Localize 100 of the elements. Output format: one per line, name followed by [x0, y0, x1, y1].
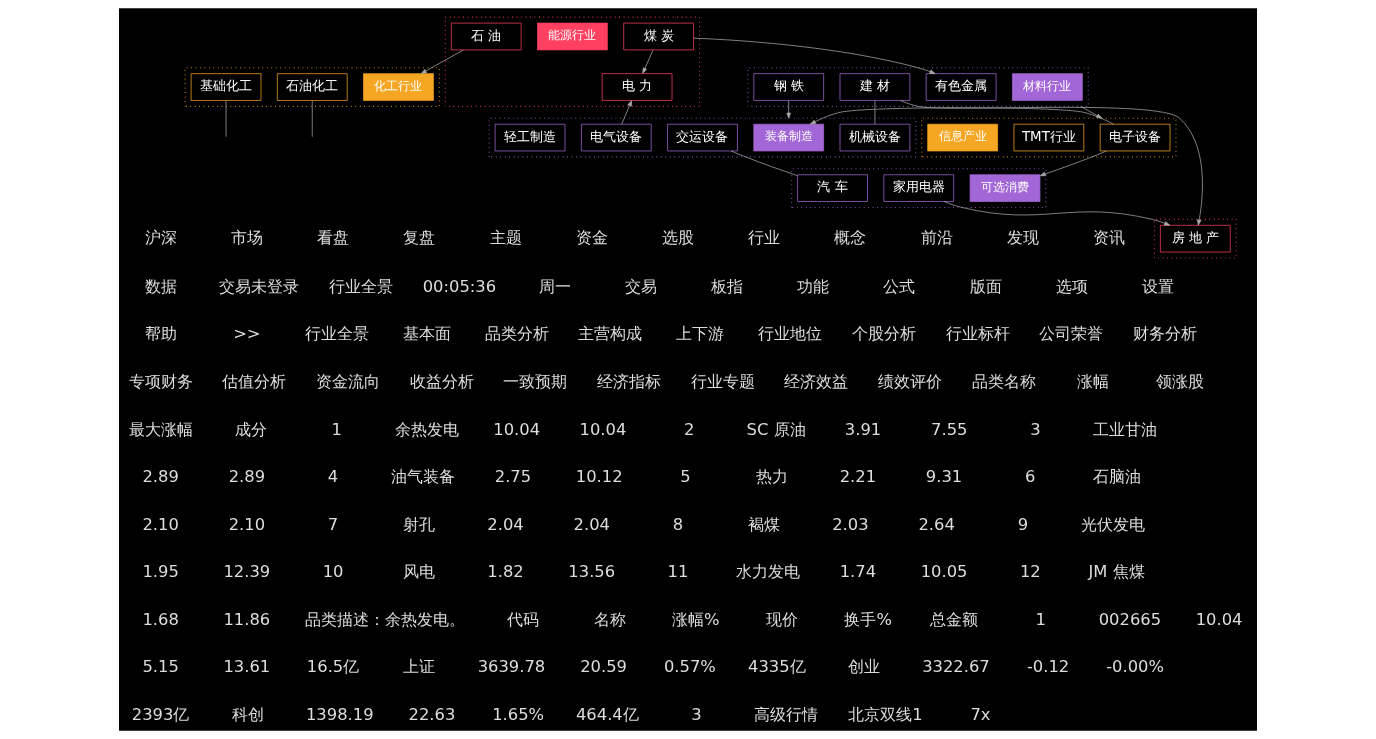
label: 热力 [755, 467, 788, 487]
label: 风电 [403, 562, 436, 582]
label: 2.10 [142, 514, 179, 534]
label: 代码 [507, 609, 540, 629]
label: 行业专题 [690, 372, 755, 392]
label: 9 [1017, 514, 1029, 534]
label: 2.75 [494, 467, 532, 487]
label: 品类描述：余热发电。 [305, 609, 466, 629]
label: 水力发电 [735, 562, 800, 582]
label: 2.04 [573, 514, 610, 534]
label: 464.4亿 [575, 705, 639, 725]
label: 10.04 [1195, 609, 1243, 629]
label: >> [233, 324, 261, 344]
node-box: 基础化工 [190, 73, 262, 101]
label: 公司荣誉 [1039, 324, 1104, 344]
label: 3 [691, 705, 702, 725]
label: 领涨股 [1155, 372, 1204, 392]
label: 2.64 [918, 514, 955, 534]
connector [874, 100, 876, 125]
label: 设置 [1142, 276, 1175, 296]
label: 7.55 [931, 419, 968, 439]
label: 10 [322, 562, 344, 582]
cluster [921, 117, 1177, 158]
label: 7x [970, 705, 991, 725]
label: 余热发电 [394, 419, 459, 439]
node-box: 房 地 产 [1160, 224, 1231, 253]
label: 财务分析 [1132, 324, 1197, 344]
label: 换手% [844, 609, 893, 629]
node-box: 材料行业 [1012, 73, 1083, 101]
label: 版面 [969, 276, 1002, 296]
label: 功能 [797, 276, 830, 296]
node-box: 化工行业 [363, 73, 434, 101]
label: 1 [1035, 609, 1046, 629]
label: 16.5亿 [306, 657, 360, 677]
label: 1.68 [142, 609, 179, 629]
label: 行业地位 [758, 324, 823, 344]
label: 3 [1030, 419, 1041, 439]
label: 涨幅 [1077, 372, 1110, 392]
label: 2.03 [832, 514, 869, 534]
label: 6 [1025, 467, 1036, 487]
label: 上下游 [676, 324, 725, 344]
label: 帮助 [144, 324, 177, 344]
label: 科创 [231, 705, 264, 725]
label: 10.04 [493, 419, 541, 439]
label: 公式 [883, 276, 916, 296]
label: 绩效评价 [877, 372, 942, 392]
label: 002665 [1098, 609, 1162, 629]
label: 3639.78 [477, 657, 546, 677]
label: 最大涨幅 [128, 419, 193, 439]
label: 1.65% [492, 705, 545, 725]
arrow [943, 201, 1171, 226]
label: 主题 [489, 227, 522, 247]
label: 12.39 [223, 562, 271, 582]
label: 10.12 [575, 467, 623, 487]
label: 品类名称 [971, 372, 1036, 392]
label: 发现 [1006, 227, 1039, 247]
label: 光伏发电 [1080, 514, 1145, 534]
label: JM 焦煤 [1088, 562, 1145, 582]
label: 2 [683, 419, 695, 439]
label: 经济效益 [784, 372, 849, 392]
node-box: 能源行业 [537, 22, 608, 51]
label: 射孔 [403, 514, 436, 534]
label: 看盘 [317, 227, 350, 247]
label: 2.21 [839, 467, 877, 487]
label: 2.89 [142, 467, 179, 487]
label: 数据 [144, 276, 177, 296]
label: 行业 [748, 227, 781, 247]
label: 基本面 [402, 324, 451, 344]
arrow [693, 37, 936, 75]
label: 5.15 [142, 657, 179, 677]
node-box: 石油化工 [276, 73, 348, 101]
label: 估值分析 [222, 372, 287, 392]
node-box: 汽 车 [797, 174, 868, 202]
label: 1 [331, 419, 342, 439]
node-box: 机械设备 [839, 123, 911, 152]
label: 交易 [624, 276, 657, 296]
label: 板指 [711, 276, 744, 296]
label: 11 [667, 562, 689, 582]
arrow [810, 107, 1114, 125]
label: 石脑油 [1092, 467, 1141, 487]
label: 1.95 [142, 562, 179, 582]
label: 褐煤 [748, 514, 781, 534]
label: 油气装备 [391, 467, 456, 487]
label: 收益分析 [409, 372, 474, 392]
label: 涨幅% [672, 609, 720, 629]
label: 经济指标 [596, 372, 661, 392]
label: 市场 [230, 227, 263, 247]
arrow [1039, 150, 1107, 177]
label: 品类分析 [484, 324, 549, 344]
label: 资金流向 [315, 372, 380, 392]
label: 3322.67 [922, 657, 990, 677]
node-box: TMT行业 [1013, 123, 1085, 152]
label: 13.61 [223, 657, 271, 677]
label: 周一 [538, 276, 571, 296]
label: 一致预期 [503, 372, 568, 392]
label: 总金额 [930, 609, 979, 629]
label: 2393亿 [131, 705, 190, 725]
label: 成分 [234, 419, 267, 439]
node-box: 装备制造 [753, 123, 824, 152]
label: 22.63 [408, 705, 456, 725]
